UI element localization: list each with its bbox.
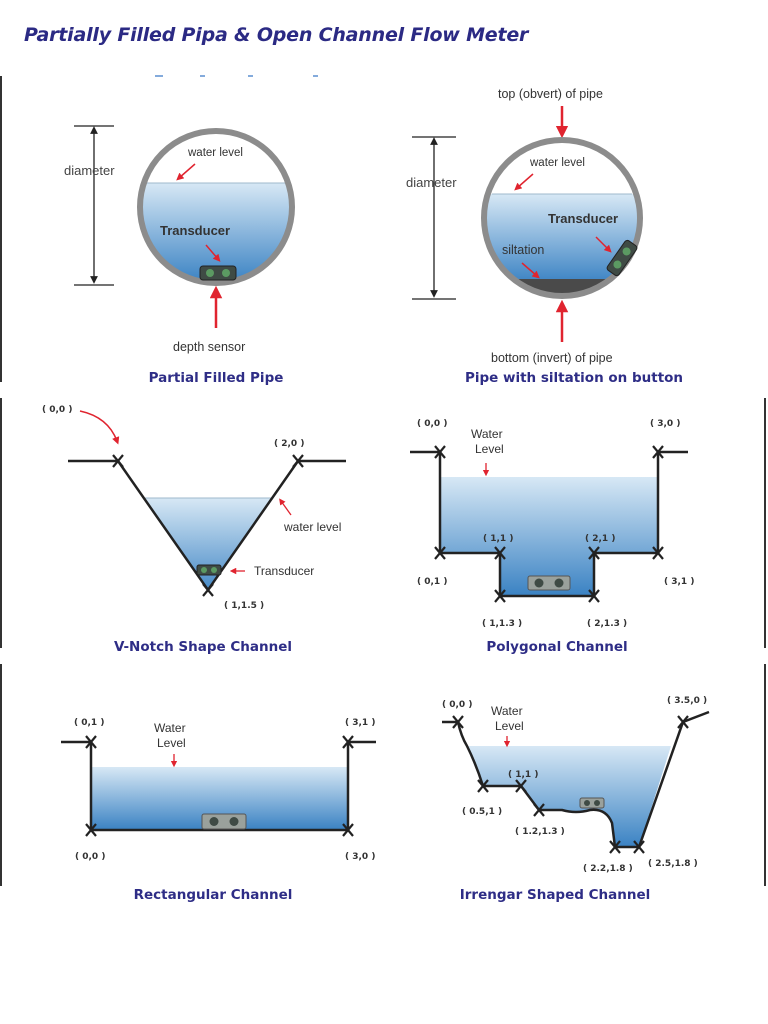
pipe-wall (481, 137, 643, 299)
coord-label: ( 1,1.5 ) (224, 601, 264, 611)
v-notch-diagram: ( 0,0 ) ( 2,0 ) ( 1,1.5 ) water level Tr… (42, 405, 346, 611)
level-label: Level (157, 736, 186, 750)
point-marker (452, 715, 689, 854)
coord-label: ( 0,1 ) (417, 577, 447, 587)
channel-outline (410, 450, 688, 598)
transducer-icon (579, 797, 605, 809)
polygonal-diagram: Water Level ( 0,0 ) ( 3,0 ) ( 1,1 ) ( 2,… (410, 419, 694, 629)
water-level-arrow (514, 173, 534, 191)
transducer-icon (201, 813, 247, 830)
level-label: Level (475, 442, 504, 456)
coord-label: ( 0.5,1 ) (462, 807, 502, 817)
channel-outline (61, 740, 376, 832)
transducer-icon (527, 575, 571, 591)
coord-label: ( 2,1.3 ) (587, 619, 627, 629)
siltation-label: siltation (502, 243, 544, 257)
caption-v-notch-channel: V-Notch Shape Channel (113, 639, 293, 655)
water-label: Water (154, 721, 186, 735)
transducer-pointer (595, 236, 612, 253)
point-marker (85, 735, 354, 837)
water-level-arrow (176, 163, 196, 181)
channel-outline (442, 710, 710, 849)
coord-label: ( 1,1.3 ) (482, 619, 522, 629)
title-underline-dashes (155, 75, 318, 77)
pipe-wall (137, 128, 295, 286)
water-level-label: water level (529, 157, 585, 169)
coord-label: ( 0,0 ) (75, 852, 105, 862)
point-marker (434, 445, 664, 603)
left-border-line-middle (0, 398, 2, 648)
panel-irregular-channel: Water Level ( 0,0 ) ( 3.5,0 ) ( 1,1 ) ( … (384, 660, 768, 910)
coord-label: ( 3,0 ) (345, 852, 375, 862)
bottom-of-pipe-label: bottom (invert) of pipe (491, 351, 613, 365)
coord-label: ( 2.5,1.8 ) (648, 859, 698, 869)
depth-sensor-label: depth sensor (173, 340, 245, 354)
coord-label: ( 2,0 ) (274, 439, 304, 449)
water-fill (118, 498, 298, 590)
coord-label: ( 3,0 ) (650, 419, 680, 429)
transducer-pointer (205, 244, 221, 262)
panel-partial-filled-pipe: diameter water level Transducer depth se… (0, 80, 384, 390)
caption-partial-filled-pipe: Partial Filled Pipe (148, 370, 284, 386)
rectangular-diagram: Water Level ( 0,1 ) ( 3,1 ) ( 0,0 ) ( 3,… (61, 718, 376, 862)
siltation-pointer (521, 262, 540, 279)
coord-label: ( 0,0 ) (42, 405, 72, 415)
water-level-label: water level (187, 147, 243, 159)
transducer-label: Transducer (254, 564, 314, 578)
coord-label: ( 3,1 ) (664, 577, 694, 587)
transducer-label: Transducer (548, 211, 618, 226)
coord-label: ( 2.2,1.8 ) (583, 864, 633, 874)
left-border-line-bottom (0, 664, 2, 886)
page-title: Partially Filled Pipa & Open Channel Flo… (24, 24, 529, 46)
diameter-label: diameter (406, 175, 457, 190)
panel-v-notch-channel: ( 0,0 ) ( 2,0 ) ( 1,1.5 ) water level Tr… (0, 395, 384, 660)
coord-label: ( 2,1 ) (585, 534, 615, 544)
water-fill (468, 746, 671, 847)
transducer-icon (199, 265, 237, 281)
caption-pipe-with-siltation: Pipe with siltation on button (464, 370, 684, 386)
caption-polygonal-channel: Polygonal Channel (486, 639, 628, 655)
coord-label: ( 1.2,1.3 ) (515, 827, 565, 837)
point-marker (112, 454, 304, 597)
coord-label: ( 1,1 ) (508, 770, 538, 780)
transducer-icon (606, 239, 638, 277)
transducer-icon (196, 564, 222, 576)
coord-label: ( 0,0 ) (442, 700, 472, 710)
coord-label: ( 3.5,0 ) (667, 696, 707, 706)
caption-irregular-channel: Irrengar Shaped Channel (459, 887, 651, 903)
water-fill (440, 477, 658, 596)
level-label: Level (495, 719, 524, 733)
water-label: Water (491, 704, 523, 718)
right-border-line-bottom (764, 664, 766, 886)
irregular-diagram: Water Level ( 0,0 ) ( 3.5,0 ) ( 1,1 ) ( … (442, 696, 710, 874)
coord-label: ( 1,1 ) (483, 534, 513, 544)
right-border-line-middle (764, 398, 766, 648)
coord-label: ( 0,1 ) (74, 718, 104, 728)
water-level-label: water level (283, 520, 341, 534)
panel-rectangular-channel: Water Level ( 0,1 ) ( 3,1 ) ( 0,0 ) ( 3,… (0, 660, 384, 910)
transducer-label: Transducer (160, 223, 230, 238)
panel-pipe-with-siltation: top (obvert) of pipe diameter water leve… (384, 80, 768, 390)
partial-pipe-diagram: diameter water level Transducer depth se… (64, 125, 295, 354)
caption-rectangular-channel: Rectangular Channel (133, 887, 293, 903)
diameter-label: diameter (64, 163, 115, 178)
siltation-pipe-diagram: top (obvert) of pipe diameter water leve… (406, 87, 643, 365)
water-label: Water (471, 427, 503, 441)
coord-label: ( 0,0 ) (417, 419, 447, 429)
left-border-line-top (0, 76, 2, 382)
top-of-pipe-label: top (obvert) of pipe (498, 87, 603, 101)
water-level-pointer (279, 498, 292, 516)
panel-polygonal-channel: Water Level ( 0,0 ) ( 3,0 ) ( 1,1 ) ( 2,… (384, 395, 768, 660)
coord-label: ( 3,1 ) (345, 718, 375, 728)
coord-pointer (79, 410, 120, 445)
